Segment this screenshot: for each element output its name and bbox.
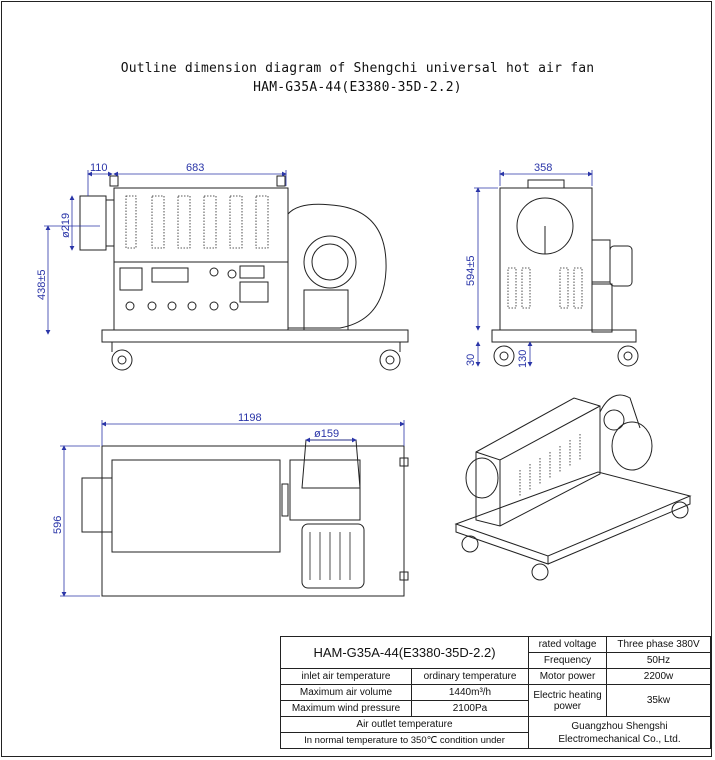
dim-side-wheel: 30 [465,354,477,366]
front-control-panel [113,261,289,331]
spec-rated-voltage-value: Three phase 380V [606,636,711,653]
front-base-frame [101,329,409,343]
spec-frequency-value: 50Hz [606,652,711,669]
iso-heater-body [475,397,601,527]
spec-pressure-label: Maximum wind pressure [280,700,412,717]
spec-volume-label: Maximum air volume [280,684,412,701]
side-heater-body [499,187,593,331]
dim-top-width: 596 [52,516,64,534]
side-view [491,179,639,367]
spec-company: Guangzhou Shengshi Electromechanical Co.… [528,716,711,749]
top-fan-housing [289,459,361,521]
spec-inlet-value: ordinary temperature [411,668,529,685]
top-view [81,439,409,597]
top-heater-body [111,459,281,553]
spec-heating-label: Electric heating power [528,684,607,717]
spec-pressure-value: 2100Pa [411,700,529,717]
front-inlet-flange [79,195,107,251]
top-fan-outlet [301,439,361,489]
dim-front-diameter: ø219 [60,213,72,238]
top-inlet-flange [81,477,113,533]
front-fan-scroll [287,203,387,329]
dim-side-height: 594±5 [465,255,477,286]
spec-motor-value: 2200w [606,668,711,685]
iso-wheel-3 [671,501,689,519]
spec-frequency-label: Frequency [528,652,607,669]
spec-rated-voltage-label: rated voltage [528,636,607,653]
front-wheel-left [111,349,133,371]
spec-model: HAM-G35A-44(E3380-35D-2.2) [280,636,529,669]
iso-fan-scroll [599,394,641,429]
spec-table-lower: inlet air temperature ordinary temperatu… [280,668,711,749]
front-heater-top [113,187,289,263]
spec-motor-label: Motor power [528,668,607,685]
side-base-frame [491,329,637,343]
iso-wheel-1 [461,535,479,553]
side-motor [609,245,633,287]
dim-front-height: 438±5 [36,269,48,300]
front-dimensions [44,170,287,335]
spec-table: HAM-G35A-44(E3380-35D-2.2) rated voltage… [280,636,711,669]
dim-side-base: 130 [517,350,529,368]
top-motor [301,523,365,589]
iso-base-frame [454,471,692,557]
front-vents [125,195,269,249]
drawing-title: Outline dimension diagram of Shengchi un… [120,61,595,76]
front-wheel-right [379,349,401,371]
side-dimensions [474,170,593,367]
dim-top-length: 1198 [238,412,262,424]
spec-outlet-label: Air outlet temperature [280,716,529,733]
side-wheel-left [493,345,515,367]
side-vents [507,267,583,309]
spec-heating-value: 35kw [606,684,711,717]
front-view [79,175,409,371]
dim-top-outlet: ø159 [314,428,339,440]
spec-inlet-label: inlet air temperature [280,668,412,685]
spec-volume-value: 1440m³/h [411,684,529,701]
front-fan-inlet [303,235,357,289]
top-base-frame [101,445,405,597]
side-motor-mount [591,239,611,283]
spec-outlet-value: In normal temperature to 350℃ condition … [280,732,529,749]
drawing-model-subtitle: HAM-G35A-44(E3380-35D-2.2) [253,80,462,95]
iso-wheel-2 [531,563,549,581]
dim-front-length: 683 [186,162,204,174]
side-wheel-right [617,345,639,367]
iso-motor [611,421,653,471]
dim-front-flange: 110 [90,162,108,174]
iso-inlet [465,457,499,499]
dim-side-width: 358 [534,162,552,174]
top-dimensions [60,420,405,597]
isometric-view [454,394,692,581]
